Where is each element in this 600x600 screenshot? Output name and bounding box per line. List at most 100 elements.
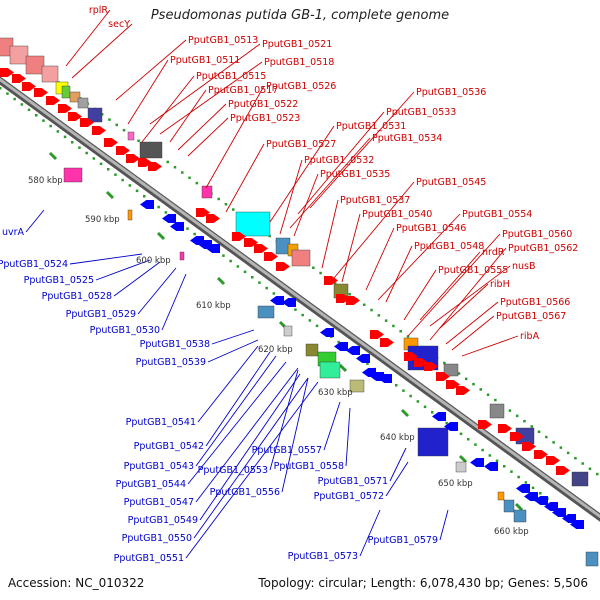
scale-tick-label: 580 kbp bbox=[28, 176, 63, 186]
reverse-gene-arrow bbox=[432, 412, 446, 421]
gene-block bbox=[513, 509, 527, 523]
forward-gene-arrow bbox=[276, 262, 290, 271]
gene-block bbox=[61, 85, 71, 99]
forward-gene-label: PputGB1_0567 bbox=[496, 311, 566, 322]
leader-layer bbox=[25, 9, 519, 559]
reverse-gene-arrow bbox=[334, 342, 348, 351]
reverse-gene-arrow bbox=[516, 484, 530, 493]
forward-gene-leader bbox=[439, 283, 489, 329]
reverse-gene-leader bbox=[25, 209, 45, 233]
forward-gene-arrow bbox=[12, 74, 26, 83]
gene-block bbox=[179, 251, 185, 261]
gene-block bbox=[319, 361, 341, 379]
reverse-gene-label: PputGB1_0557 bbox=[252, 445, 322, 456]
forward-gene-label: nusB bbox=[512, 261, 536, 272]
forward-gene-arrow bbox=[80, 118, 94, 127]
backbone-highlight bbox=[0, 77, 600, 519]
reverse-gene-arrow bbox=[282, 298, 296, 307]
forward-gene-arrow bbox=[346, 296, 360, 305]
reverse-gene-leader bbox=[161, 273, 187, 331]
forward-gene-label: PputGB1_0537 bbox=[340, 195, 410, 206]
gene-block bbox=[25, 55, 45, 75]
forward-gene-leader bbox=[451, 315, 495, 351]
forward-gene-leader bbox=[169, 89, 207, 143]
reverse-gene-label: PputGB1_0529 bbox=[66, 309, 136, 320]
forward-gene-label: PputGB1_0536 bbox=[416, 87, 486, 98]
reverse-gene-label: PputGB1_0525 bbox=[24, 275, 94, 286]
gene-block bbox=[443, 363, 459, 377]
forward-gene-leader bbox=[279, 159, 303, 235]
scale-tick-label: 590 kbp bbox=[85, 215, 120, 225]
forward-gene-leader bbox=[293, 173, 319, 237]
forward-gene-leader bbox=[419, 251, 481, 321]
reverse-gene-arrow bbox=[320, 328, 334, 337]
forward-gene-label: PputGB1_0548 bbox=[414, 241, 484, 252]
map-title: Pseudomonas putida GB-1, complete genome bbox=[150, 8, 450, 23]
gene-block bbox=[63, 167, 83, 183]
forward-gene-arrow bbox=[254, 244, 268, 253]
reverse-gene-label: PputGB1_0573 bbox=[288, 551, 358, 562]
forward-gene-leader bbox=[309, 91, 415, 209]
scale-tick-label: 610 kbp bbox=[196, 301, 231, 311]
forward-gene-label: nrdR bbox=[482, 247, 505, 258]
gene-block bbox=[349, 379, 365, 393]
gene-block bbox=[69, 91, 81, 103]
backbone-layer bbox=[0, 76, 600, 522]
gene-block bbox=[503, 499, 515, 513]
forward-gene-arrow bbox=[232, 232, 246, 241]
forward-gene-arrow bbox=[46, 96, 60, 105]
forward-gene-label: PputGB1_0546 bbox=[396, 223, 466, 234]
reverse-gene-leader bbox=[385, 461, 409, 497]
forward-gene-label: PputGB1_0554 bbox=[462, 209, 532, 220]
forward-gene-label: PputGB1_0533 bbox=[386, 107, 456, 118]
gene-block bbox=[87, 107, 103, 123]
reverse-gene-leader bbox=[95, 259, 151, 281]
forward-gene-label: PputGB1_0517 bbox=[208, 85, 278, 96]
gene-block bbox=[571, 471, 589, 487]
reverse-gene-label: PputGB1_0553 bbox=[198, 465, 268, 476]
feature-layer bbox=[0, 37, 599, 567]
forward-gene-leader bbox=[429, 265, 511, 327]
reverse-gene-leader bbox=[359, 509, 381, 557]
reverse-gene-arrow bbox=[524, 492, 538, 501]
forward-gene-label: PputGB1_0527 bbox=[266, 139, 336, 150]
reverse-gene-leader bbox=[269, 369, 299, 471]
reverse-gene-label: PputGB1_0579 bbox=[368, 535, 438, 546]
scale-tick-label: 600 kbp bbox=[136, 256, 171, 266]
reverse-gene-leader bbox=[345, 407, 351, 467]
reverse-gene-leader bbox=[69, 253, 143, 265]
forward-gene-label: PputGB1_0521 bbox=[262, 39, 332, 50]
gene-block bbox=[127, 209, 133, 221]
gene-block bbox=[489, 403, 505, 419]
reverse-gene-label: PputGB1_0550 bbox=[122, 533, 192, 544]
reverse-gene-label: PputGB1_0543 bbox=[124, 461, 194, 472]
forward-gene-leader bbox=[445, 301, 499, 345]
forward-gene-arrow bbox=[522, 442, 536, 451]
reverse-gene-arrow bbox=[270, 296, 284, 305]
scale-tick-mark bbox=[48, 151, 58, 161]
gene-block bbox=[139, 141, 163, 159]
reverse-gene-arrow bbox=[562, 514, 576, 523]
gene-block bbox=[283, 325, 293, 337]
forward-gene-label: PputGB1_0513 bbox=[188, 35, 258, 46]
scale-tick-mark bbox=[105, 190, 115, 200]
reverse-gene-leader bbox=[207, 339, 259, 363]
forward-gene-leader bbox=[297, 111, 385, 215]
forward-gene-label: PputGB1_0535 bbox=[320, 169, 390, 180]
forward-gene-leader bbox=[365, 227, 395, 291]
forward-gene-label: PputGB1_0518 bbox=[264, 57, 334, 68]
reverse-gene-leader bbox=[137, 267, 177, 315]
forward-gene-arrow bbox=[436, 372, 450, 381]
forward-gene-arrow bbox=[264, 252, 278, 261]
forward-gene-leader bbox=[65, 9, 111, 67]
reverse-gene-label: PputGB1_0542 bbox=[134, 441, 204, 452]
forward-gene-label: PputGB1_0534 bbox=[372, 133, 442, 144]
forward-gene-label: PputGB1_0545 bbox=[416, 177, 486, 188]
reverse-gene-arrow bbox=[552, 508, 566, 517]
reverse-gene-label: PputGB1_0539 bbox=[136, 357, 206, 368]
reverse-gene-label: PputGB1_0571 bbox=[318, 476, 388, 487]
gene-block bbox=[235, 211, 271, 237]
reverse-gene-arrow bbox=[378, 374, 392, 383]
forward-gene-label: PputGB1_0540 bbox=[362, 209, 432, 220]
